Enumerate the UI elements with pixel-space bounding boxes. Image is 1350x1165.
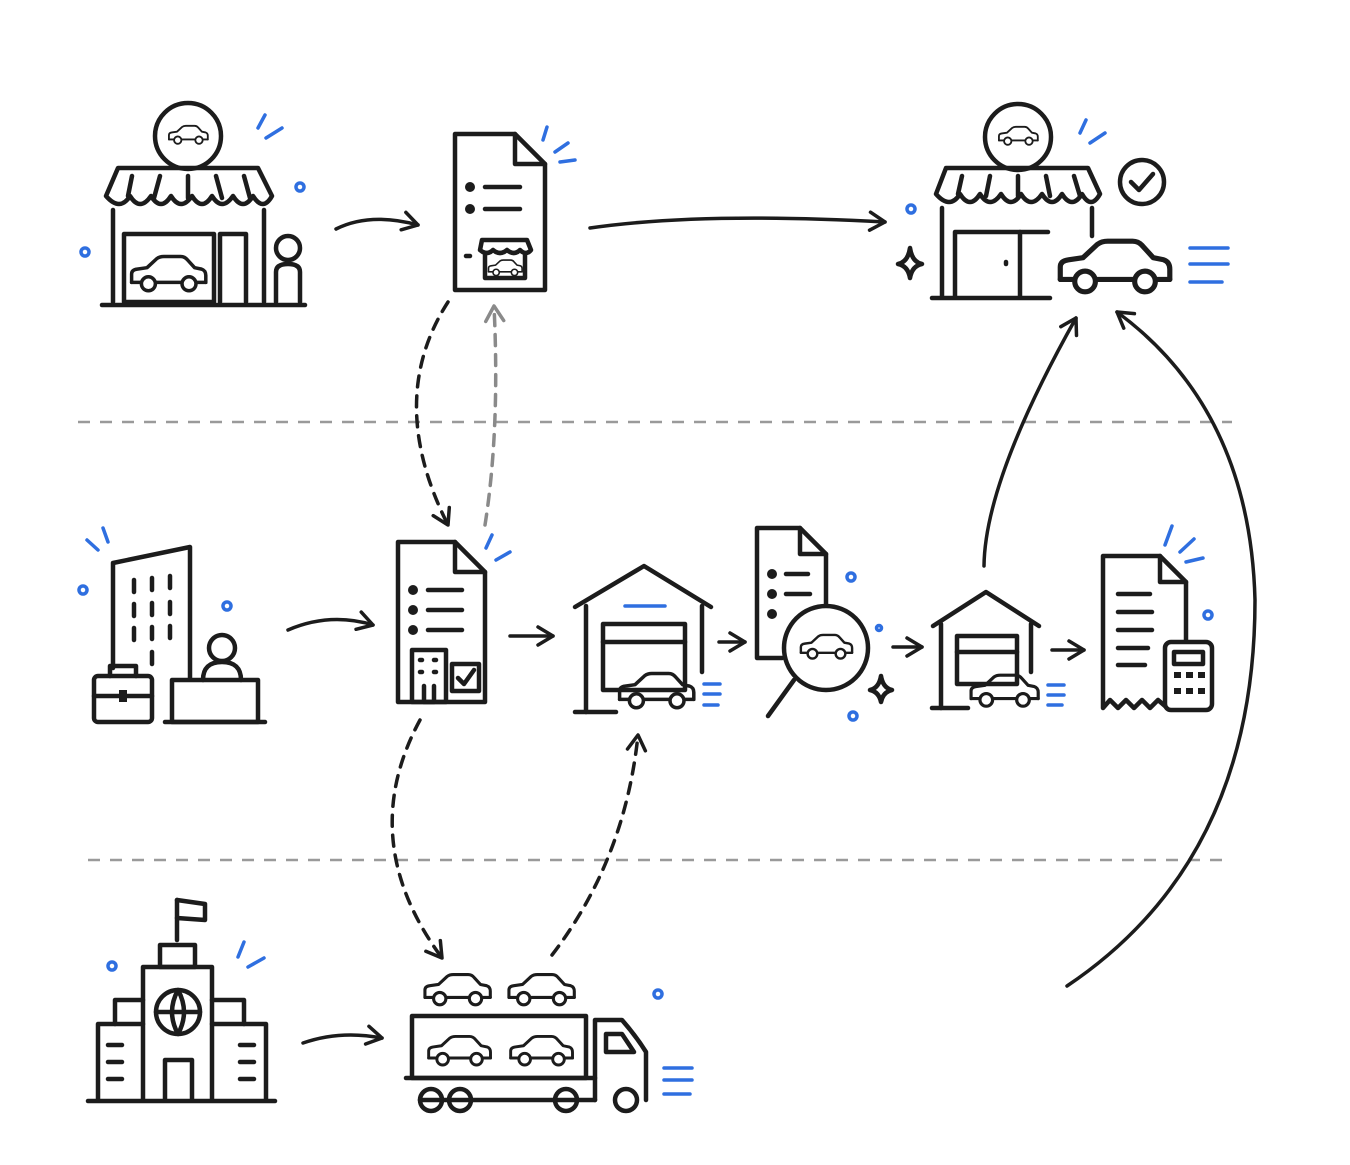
flow-arrows: [286, 210, 1257, 1046]
company-office-icon: [77, 526, 268, 725]
dealership-delivered-car-icon: [895, 101, 1230, 301]
order-document-icon: [452, 125, 577, 293]
approved-document-icon: [395, 533, 512, 705]
arrow-carrier-to-warehouse-dashed: [550, 733, 648, 957]
warehouse-icon: [572, 563, 722, 715]
arrow-dealership-to-order: [334, 210, 420, 232]
arrow-approved-to-order-dashed-grey: [483, 304, 506, 527]
car-carrier-truck-icon: [403, 972, 694, 1114]
invoice-calculator-icon: [1100, 524, 1215, 713]
arrow-approved-to-carrier-dashed: [390, 718, 444, 960]
storage-garage-icon: [929, 589, 1066, 711]
government-building-icon: [85, 897, 278, 1104]
arrow-order-to-approved-dashed: [414, 300, 452, 527]
car-dealership-storefront-icon: [79, 100, 308, 308]
arrow-government-to-carrier: [301, 1024, 384, 1046]
car-inspection-icon: [754, 525, 895, 722]
arrow-company-to-approved: [286, 610, 375, 632]
decor-dot: [874, 623, 884, 633]
arrow-carrier-to-delivered: [1065, 310, 1257, 988]
arrow-garage-to-delivered: [982, 316, 1079, 568]
arrow-order-to-delivered: [588, 210, 887, 232]
